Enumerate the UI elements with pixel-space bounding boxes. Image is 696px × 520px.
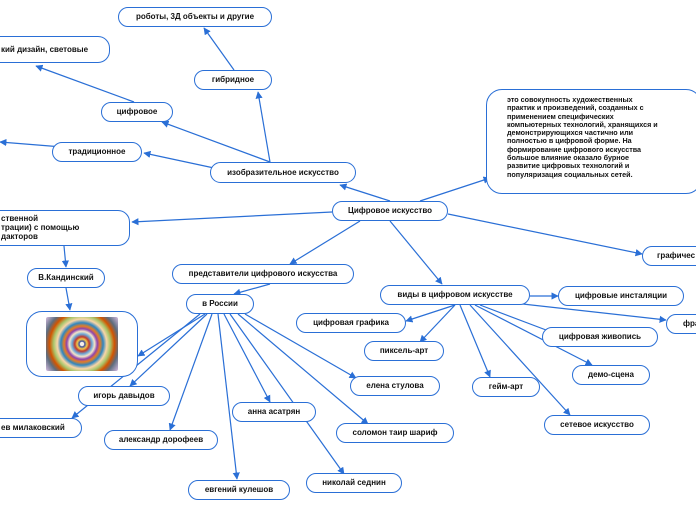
connector-line [217,313,240,480]
person-node[interactable]: евгений кулешов [188,480,290,500]
type-node[interactable]: цифровая графика [296,313,406,333]
connector-line [203,27,235,71]
center-node[interactable]: Цифровое искусство [332,201,448,221]
connector-line [61,245,69,268]
person-node[interactable]: елена стулова [350,376,440,396]
connector-line [255,91,271,163]
type-node[interactable]: демо-сцена [572,365,650,385]
fine-art-node[interactable]: изобразительное искусство [210,162,356,183]
kandinsky-painting-icon [46,317,118,371]
connector-line [447,213,643,257]
connector-line [504,301,667,323]
types-node[interactable]: виды в цифровом искусстве [380,285,530,305]
connector-line [289,220,361,265]
person-node[interactable]: николай седнин [306,473,402,493]
connector-line [237,313,369,425]
type-node[interactable]: фра [666,314,696,334]
person-node[interactable]: ев милаковский [0,418,82,438]
left-branch-node[interactable]: ственной трации) с помощью дакторов [0,210,130,246]
connector-line [143,150,215,169]
kandinsky-node[interactable]: В.Кандинский [27,268,105,288]
connector-line [131,211,333,226]
digital-example-node[interactable]: кий дизайн, световые [0,36,110,63]
type-node[interactable]: сетевое искусство [544,415,650,435]
graphics-partial-node[interactable]: графичес [642,246,696,266]
connector-line [405,304,456,323]
connector-line [137,313,206,357]
type-node[interactable]: цифровая живопись [542,327,658,347]
person-node[interactable]: соломон таир шариф [336,423,454,443]
russia-node[interactable]: в России [186,294,254,314]
traditional-node[interactable]: традиционное [52,142,142,162]
connector-line [229,313,345,475]
connector-line [469,304,571,416]
connector-line [223,313,271,403]
connector-line [244,313,357,379]
representatives-node[interactable]: представители цифрового искусства [172,264,354,284]
painting-node[interactable] [26,311,138,377]
type-node[interactable]: гейм-арт [472,377,540,397]
type-node[interactable]: пиксель-арт [364,341,444,361]
connector-line [459,304,491,378]
connector-line [168,313,213,431]
connector-line [65,287,73,311]
connector-line [233,283,271,296]
digital-node[interactable]: цифровое [101,102,173,122]
person-node[interactable]: игорь давыдов [78,386,170,406]
connector-line [161,120,271,163]
connector-line [339,183,391,202]
connector-line [35,64,135,103]
person-node[interactable]: анна асатрян [232,402,316,422]
connector-line [389,220,443,285]
hybrid-node[interactable]: гибридное [194,70,272,90]
type-node[interactable]: цифровые инсталяции [558,286,684,306]
connector-line [419,176,491,202]
connector-line [419,304,456,343]
connector-line [474,304,593,366]
connector-line [479,304,555,335]
definition-node[interactable]: это совокупность художественных практик … [486,89,696,194]
connector-line [129,313,208,387]
hybrid-example-node[interactable]: роботы, 3Д объекты и другие [118,7,272,27]
person-node[interactable]: александр дорофеев [104,430,218,450]
